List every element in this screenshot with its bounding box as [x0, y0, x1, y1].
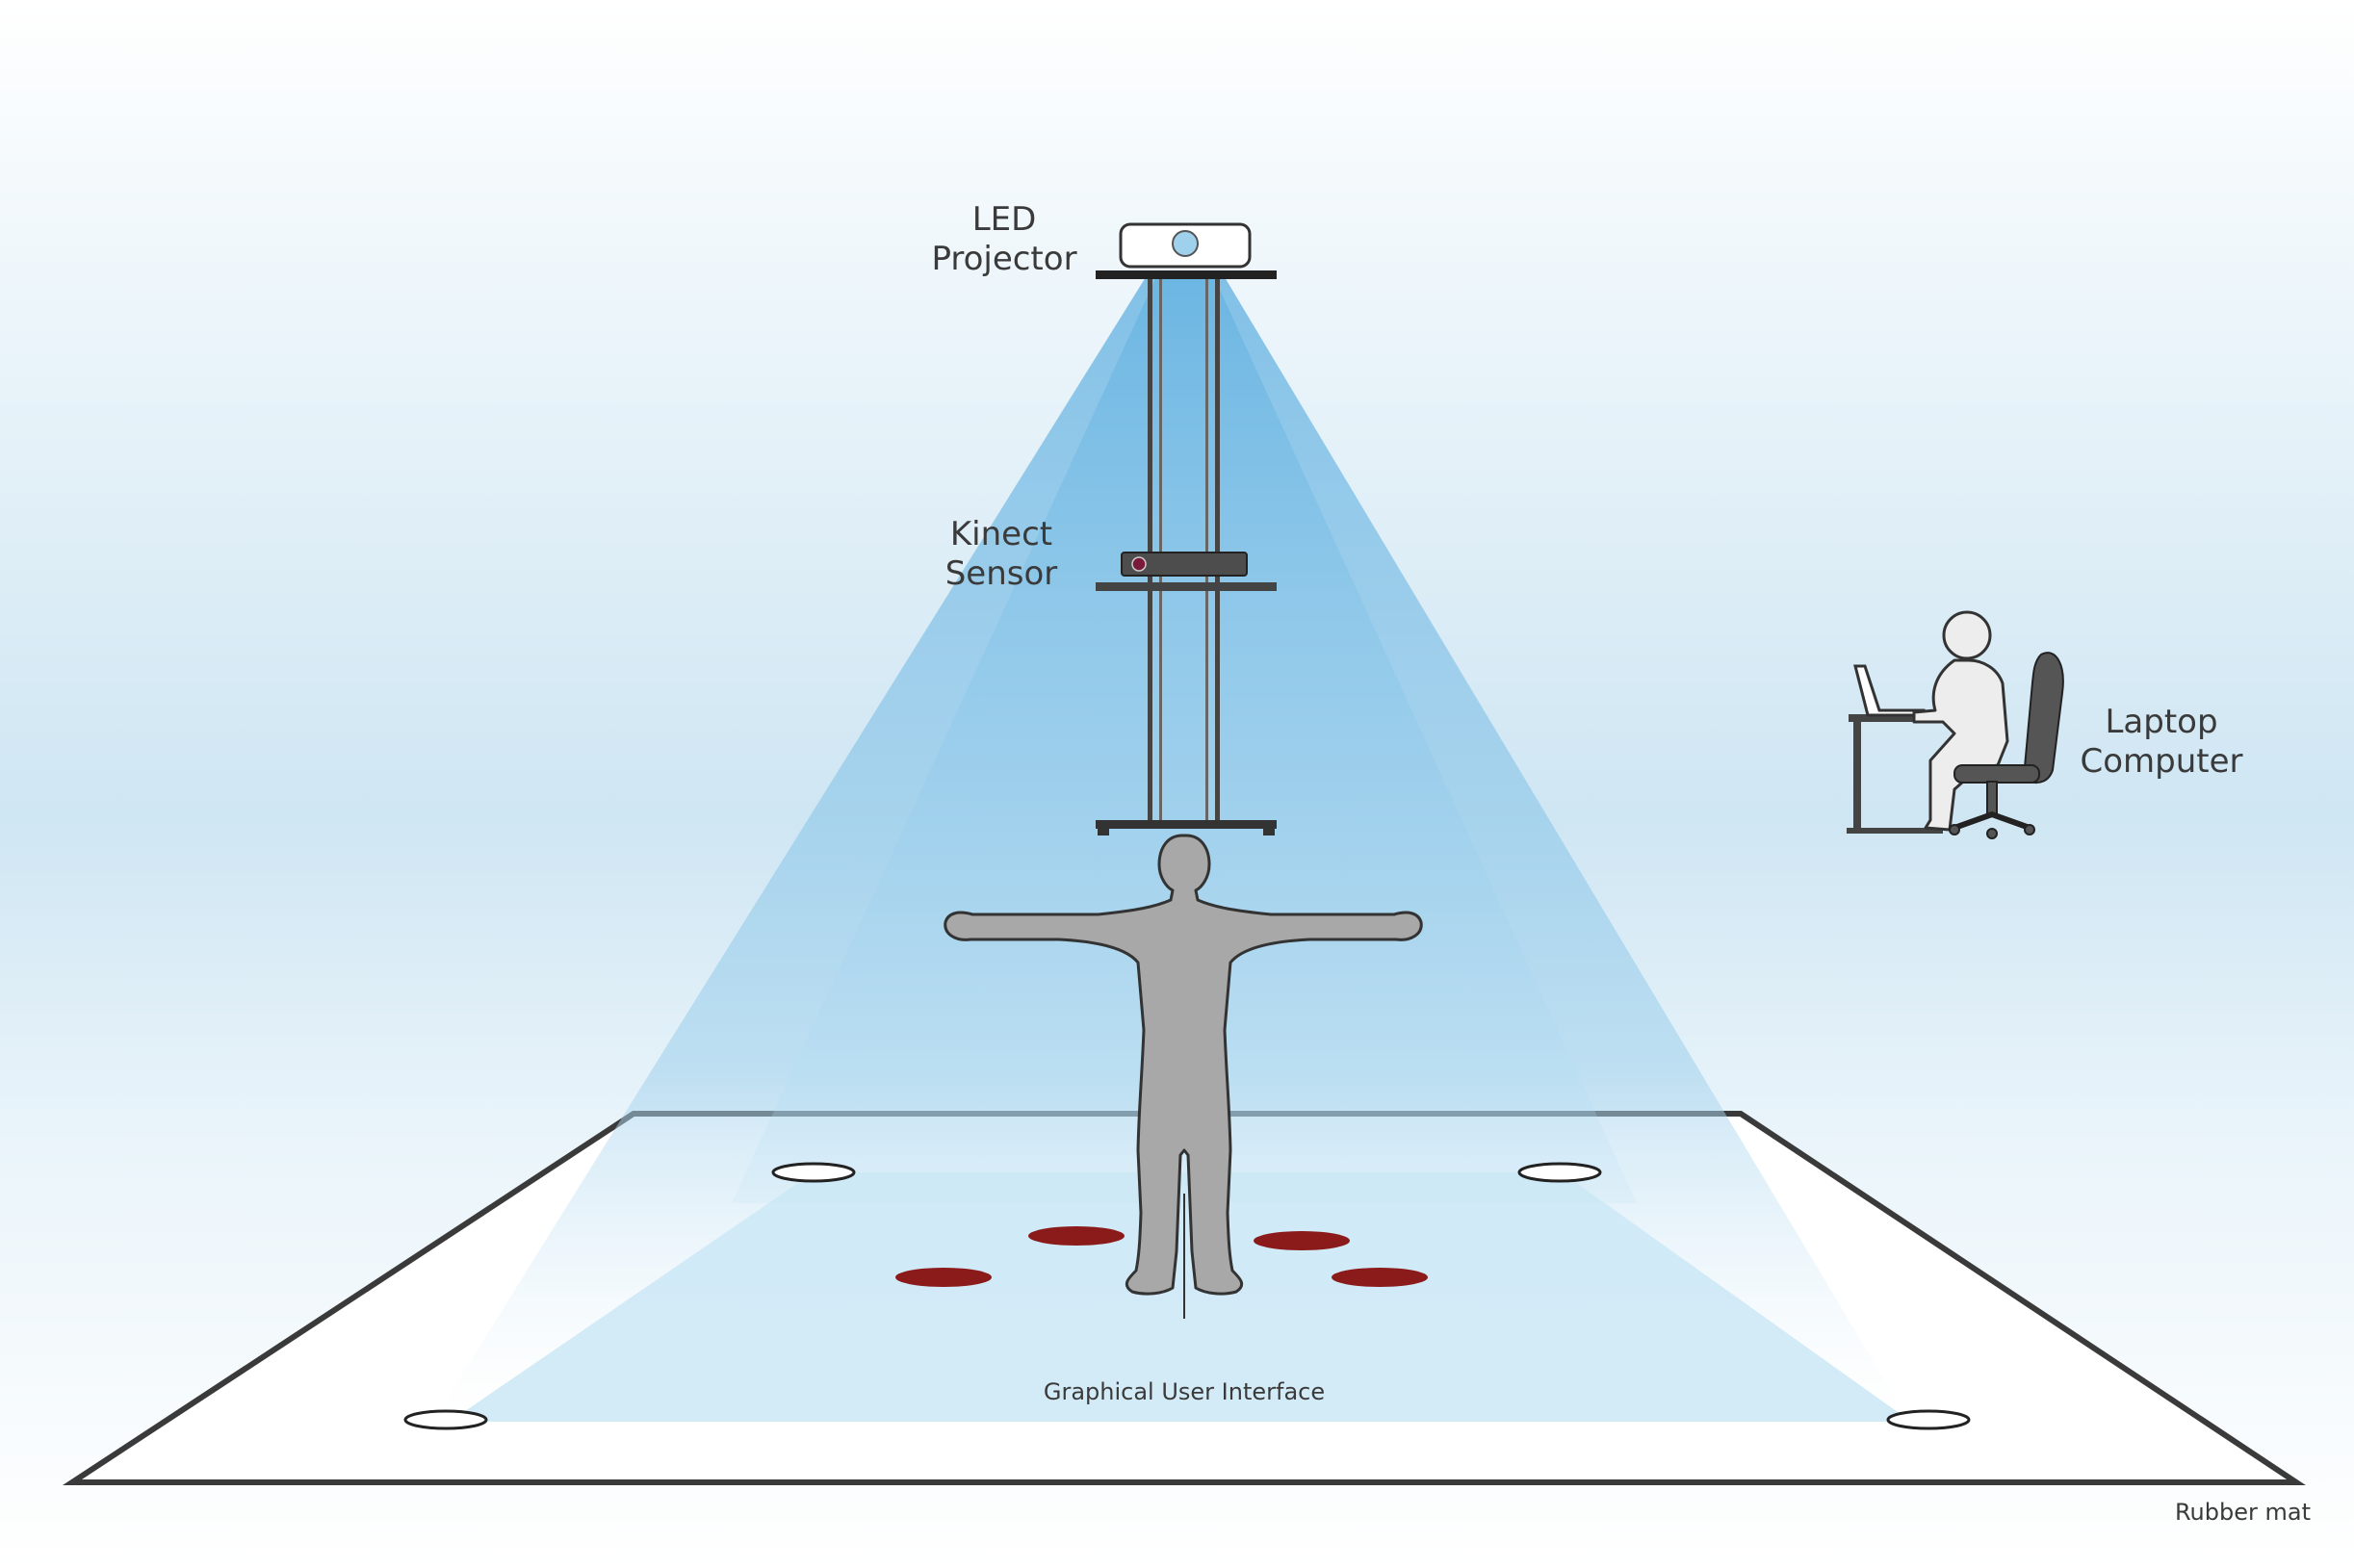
marker-top-left	[771, 1162, 856, 1183]
marker-bottom-left	[403, 1409, 488, 1430]
seated-person-silhouette	[1912, 610, 2009, 832]
label-graphical-user-interface: Graphical User Interface	[1043, 1378, 1326, 1405]
desk-top	[1849, 714, 1933, 722]
kinect-camera	[1131, 556, 1147, 572]
projection-area	[450, 1172, 1911, 1422]
label-led-projector-line1: LED	[971, 200, 1037, 239]
mat-markers	[403, 1162, 1971, 1430]
stand-foot-right	[1263, 826, 1275, 835]
stand-base	[1096, 820, 1277, 829]
label-laptop-computer: Laptop Computer	[2070, 703, 2253, 782]
stand-rail-right-inner	[1205, 274, 1208, 823]
label-kinect-sensor-line2: Sensor	[944, 553, 1058, 593]
target-circle	[1028, 1226, 1125, 1246]
stand-rail-left-inner	[1159, 274, 1162, 823]
projector-shelf	[1096, 270, 1277, 279]
desk-foot	[1847, 828, 1943, 834]
standing-person-silhouette	[944, 834, 1423, 1296]
label-kinect-sensor-line1: Kinect	[949, 515, 1053, 553]
label-rubber-mat: Rubber mat	[2174, 1499, 2311, 1526]
target-circles	[895, 1226, 1428, 1287]
stand-rail-right	[1215, 274, 1220, 823]
stand-rail-left	[1148, 274, 1152, 823]
desk-leg	[1853, 720, 1861, 831]
laptop-workstation	[1847, 610, 2064, 839]
projector-inner-beam	[732, 279, 1637, 1203]
label-laptop-computer-line2: Computer	[2080, 741, 2243, 781]
led-projector	[1096, 222, 1277, 279]
label-kinect-sensor: Kinect Sensor	[929, 515, 1074, 594]
projector-lens	[1172, 230, 1199, 257]
kinect-shelf	[1096, 582, 1277, 591]
target-circle	[895, 1268, 992, 1287]
marker-top-right	[1517, 1162, 1602, 1183]
target-circle	[1332, 1268, 1428, 1287]
office-chair-icon	[1949, 652, 2064, 839]
label-led-projector-line2: Projector	[931, 239, 1077, 278]
label-laptop-computer-line1: Laptop	[2105, 703, 2218, 741]
kinect-sensor	[1096, 552, 1277, 591]
marker-bottom-right	[1886, 1409, 1971, 1430]
stand-foot-left	[1098, 826, 1109, 835]
target-circle	[1254, 1231, 1350, 1250]
kinect-body	[1121, 552, 1248, 577]
label-led-projector: LED Projector	[922, 200, 1086, 279]
sensor-stand	[1096, 274, 1277, 835]
